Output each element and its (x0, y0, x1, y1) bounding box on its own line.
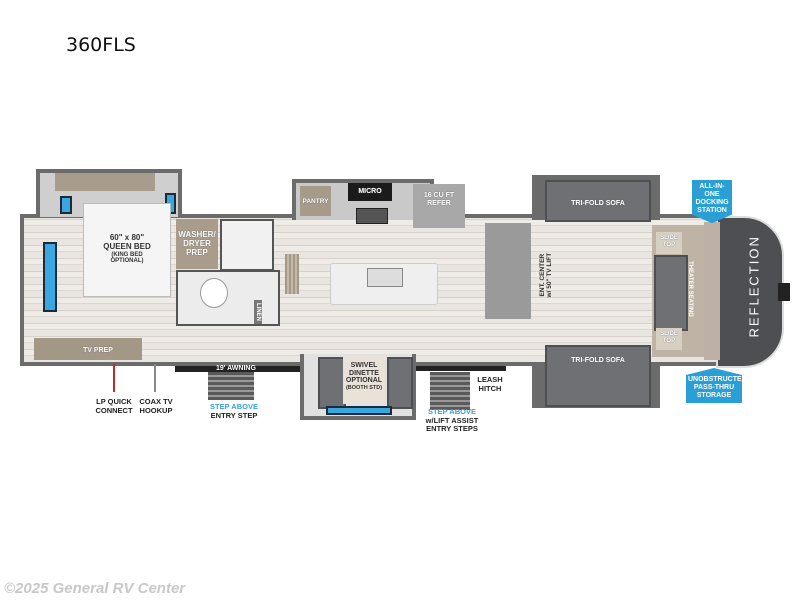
laundry-line-1: WASHER/ (178, 230, 216, 239)
fridge-line-2: REFER (427, 199, 451, 207)
tv-prep-cabinet: TV PREP (34, 338, 142, 360)
pass-thru-storage-badge: UNOBSTRUCTED PASS-THRU STORAGE (686, 368, 747, 404)
awning-right (416, 366, 506, 371)
slide-top-2-line-1: SLIDE (660, 331, 678, 337)
laundry-line-2: DRYER (183, 238, 211, 248)
coax-line (154, 364, 156, 392)
coax-line-1: COAX TV (139, 397, 173, 406)
leash-line-2: HITCH (478, 383, 502, 393)
bathroom-sink (200, 278, 228, 308)
tri-fold-sofa-top: TRI-FOLD SOFA (545, 180, 651, 222)
entry-step-1 (208, 372, 254, 400)
dinette-booth (387, 357, 413, 409)
leash-hitch-callout: LEASH HITCH (474, 375, 506, 393)
washer-dryer-prep: WASHER/ DRYER PREP (176, 219, 218, 269)
dinette-table: SWIVEL DINETTE OPTIONAL (BOOTH STD) (343, 356, 385, 404)
step1-highlight: STEP ABOVE (210, 402, 258, 411)
queen-bed: 60" x 80" QUEEN BED (KING BED OPTIONAL) (83, 203, 171, 297)
dinette-line-3: OPTIONAL (345, 377, 383, 385)
ent-line-1: ENT. CENTER (538, 253, 546, 297)
rear-window (43, 242, 57, 312)
cooktop (356, 208, 388, 224)
slide-top-1: SLIDE TOP (656, 232, 682, 254)
entry-step-2 (430, 372, 470, 410)
slide-top-2-line-2: TOP (662, 337, 676, 344)
wardrobe-slats (285, 254, 299, 294)
step1-text: ENTRY STEP (210, 410, 258, 420)
bathroom-shower (220, 219, 274, 271)
theater-seating-label: THEATER SEATING (687, 261, 693, 317)
microwave: MICRO (348, 183, 392, 201)
copyright: ©2025 General RV Center (4, 580, 186, 597)
awning-label: 19' AWNING (216, 365, 256, 372)
theater-seats (654, 255, 688, 331)
dinette-window (326, 406, 392, 415)
coax-tv-hookup-callout: COAX TV HOOKUP (134, 397, 178, 415)
linen-cabinet: LINEN (254, 300, 262, 324)
ent-line-2: w/ 50" TV LIFT (546, 252, 553, 298)
pantry-label: PANTRY (302, 198, 329, 205)
fridge-line-1: 16 CU FT (423, 192, 455, 199)
dinette-chairs (318, 357, 346, 409)
bathroom-vanity (176, 270, 280, 326)
bed-type: QUEEN BED (103, 241, 151, 251)
slide-top-2: SLIDE TOP (656, 328, 682, 350)
storage-line-1: UNOBSTRUCTED (688, 376, 747, 383)
storage-line-2: PASS-THRU (693, 384, 735, 392)
lp-line (113, 364, 115, 392)
step2-highlight: STEP ABOVE (428, 407, 476, 416)
step-above-entry-callout: STEP ABOVE ENTRY STEP (206, 402, 262, 420)
slide-top-1-line-1: SLIDE (660, 235, 678, 241)
ent-center (485, 223, 531, 319)
front-storage-strip (704, 222, 720, 360)
step2-line-1: w/LIFT ASSIST (425, 415, 479, 425)
bed-note-1: (KING BED (111, 251, 143, 258)
step2-line-2: ENTRY STEPS (426, 424, 478, 434)
docking-line-1: ALL-IN-ONE (699, 183, 725, 199)
dinette-line-4: (BOOTH STD) (345, 385, 383, 392)
brand-text: REFLECTION (746, 235, 762, 338)
awning (175, 366, 300, 372)
model-title: 360FLS (66, 34, 136, 56)
sofa-top-label: TRI-FOLD SOFA (571, 200, 625, 207)
lp-line-2: CONNECT (95, 405, 133, 415)
storage-line-3: STORAGE (696, 392, 732, 400)
island-sink (367, 268, 403, 287)
refrigerator: 16 CU FT REFER (413, 184, 465, 228)
docking-line-3: STATION (697, 207, 727, 215)
ent-center-label: ENT. CENTER w/ 50" TV LIFT (536, 238, 554, 318)
docking-station-badge: ALL-IN-ONE DOCKING STATION (692, 180, 732, 224)
tv-prep-label: TV PREP (83, 347, 113, 354)
laundry-line-3: PREP (186, 247, 208, 257)
nightstand-shelf (55, 173, 155, 191)
coax-line-2: HOOKUP (139, 405, 173, 415)
lp-quick-connect-callout: LP QUICK CONNECT (92, 397, 136, 415)
dinette-line-1: SWIVEL (350, 362, 378, 369)
dinette-line-2: DINETTE (349, 369, 379, 377)
docking-line-2: DOCKING (695, 199, 729, 207)
pantry: PANTRY (300, 186, 331, 216)
slide-top-1-line-2: TOP (662, 241, 676, 248)
bedroom-window-left (60, 196, 72, 214)
bed-size: 60" x 80" (109, 233, 145, 242)
bed-note-2: OPTIONAL) (110, 258, 144, 265)
kingpin (778, 283, 790, 301)
sofa-bottom-label: TRI-FOLD SOFA (571, 357, 625, 364)
tri-fold-sofa-bottom: TRI-FOLD SOFA (545, 345, 651, 407)
step-above-lift-assist-callout: STEP ABOVE w/LIFT ASSIST ENTRY STEPS (422, 407, 482, 434)
lp-line-1: LP QUICK (96, 397, 132, 406)
leash-line-1: LEASH (477, 375, 503, 384)
micro-label: MICRO (358, 188, 382, 195)
